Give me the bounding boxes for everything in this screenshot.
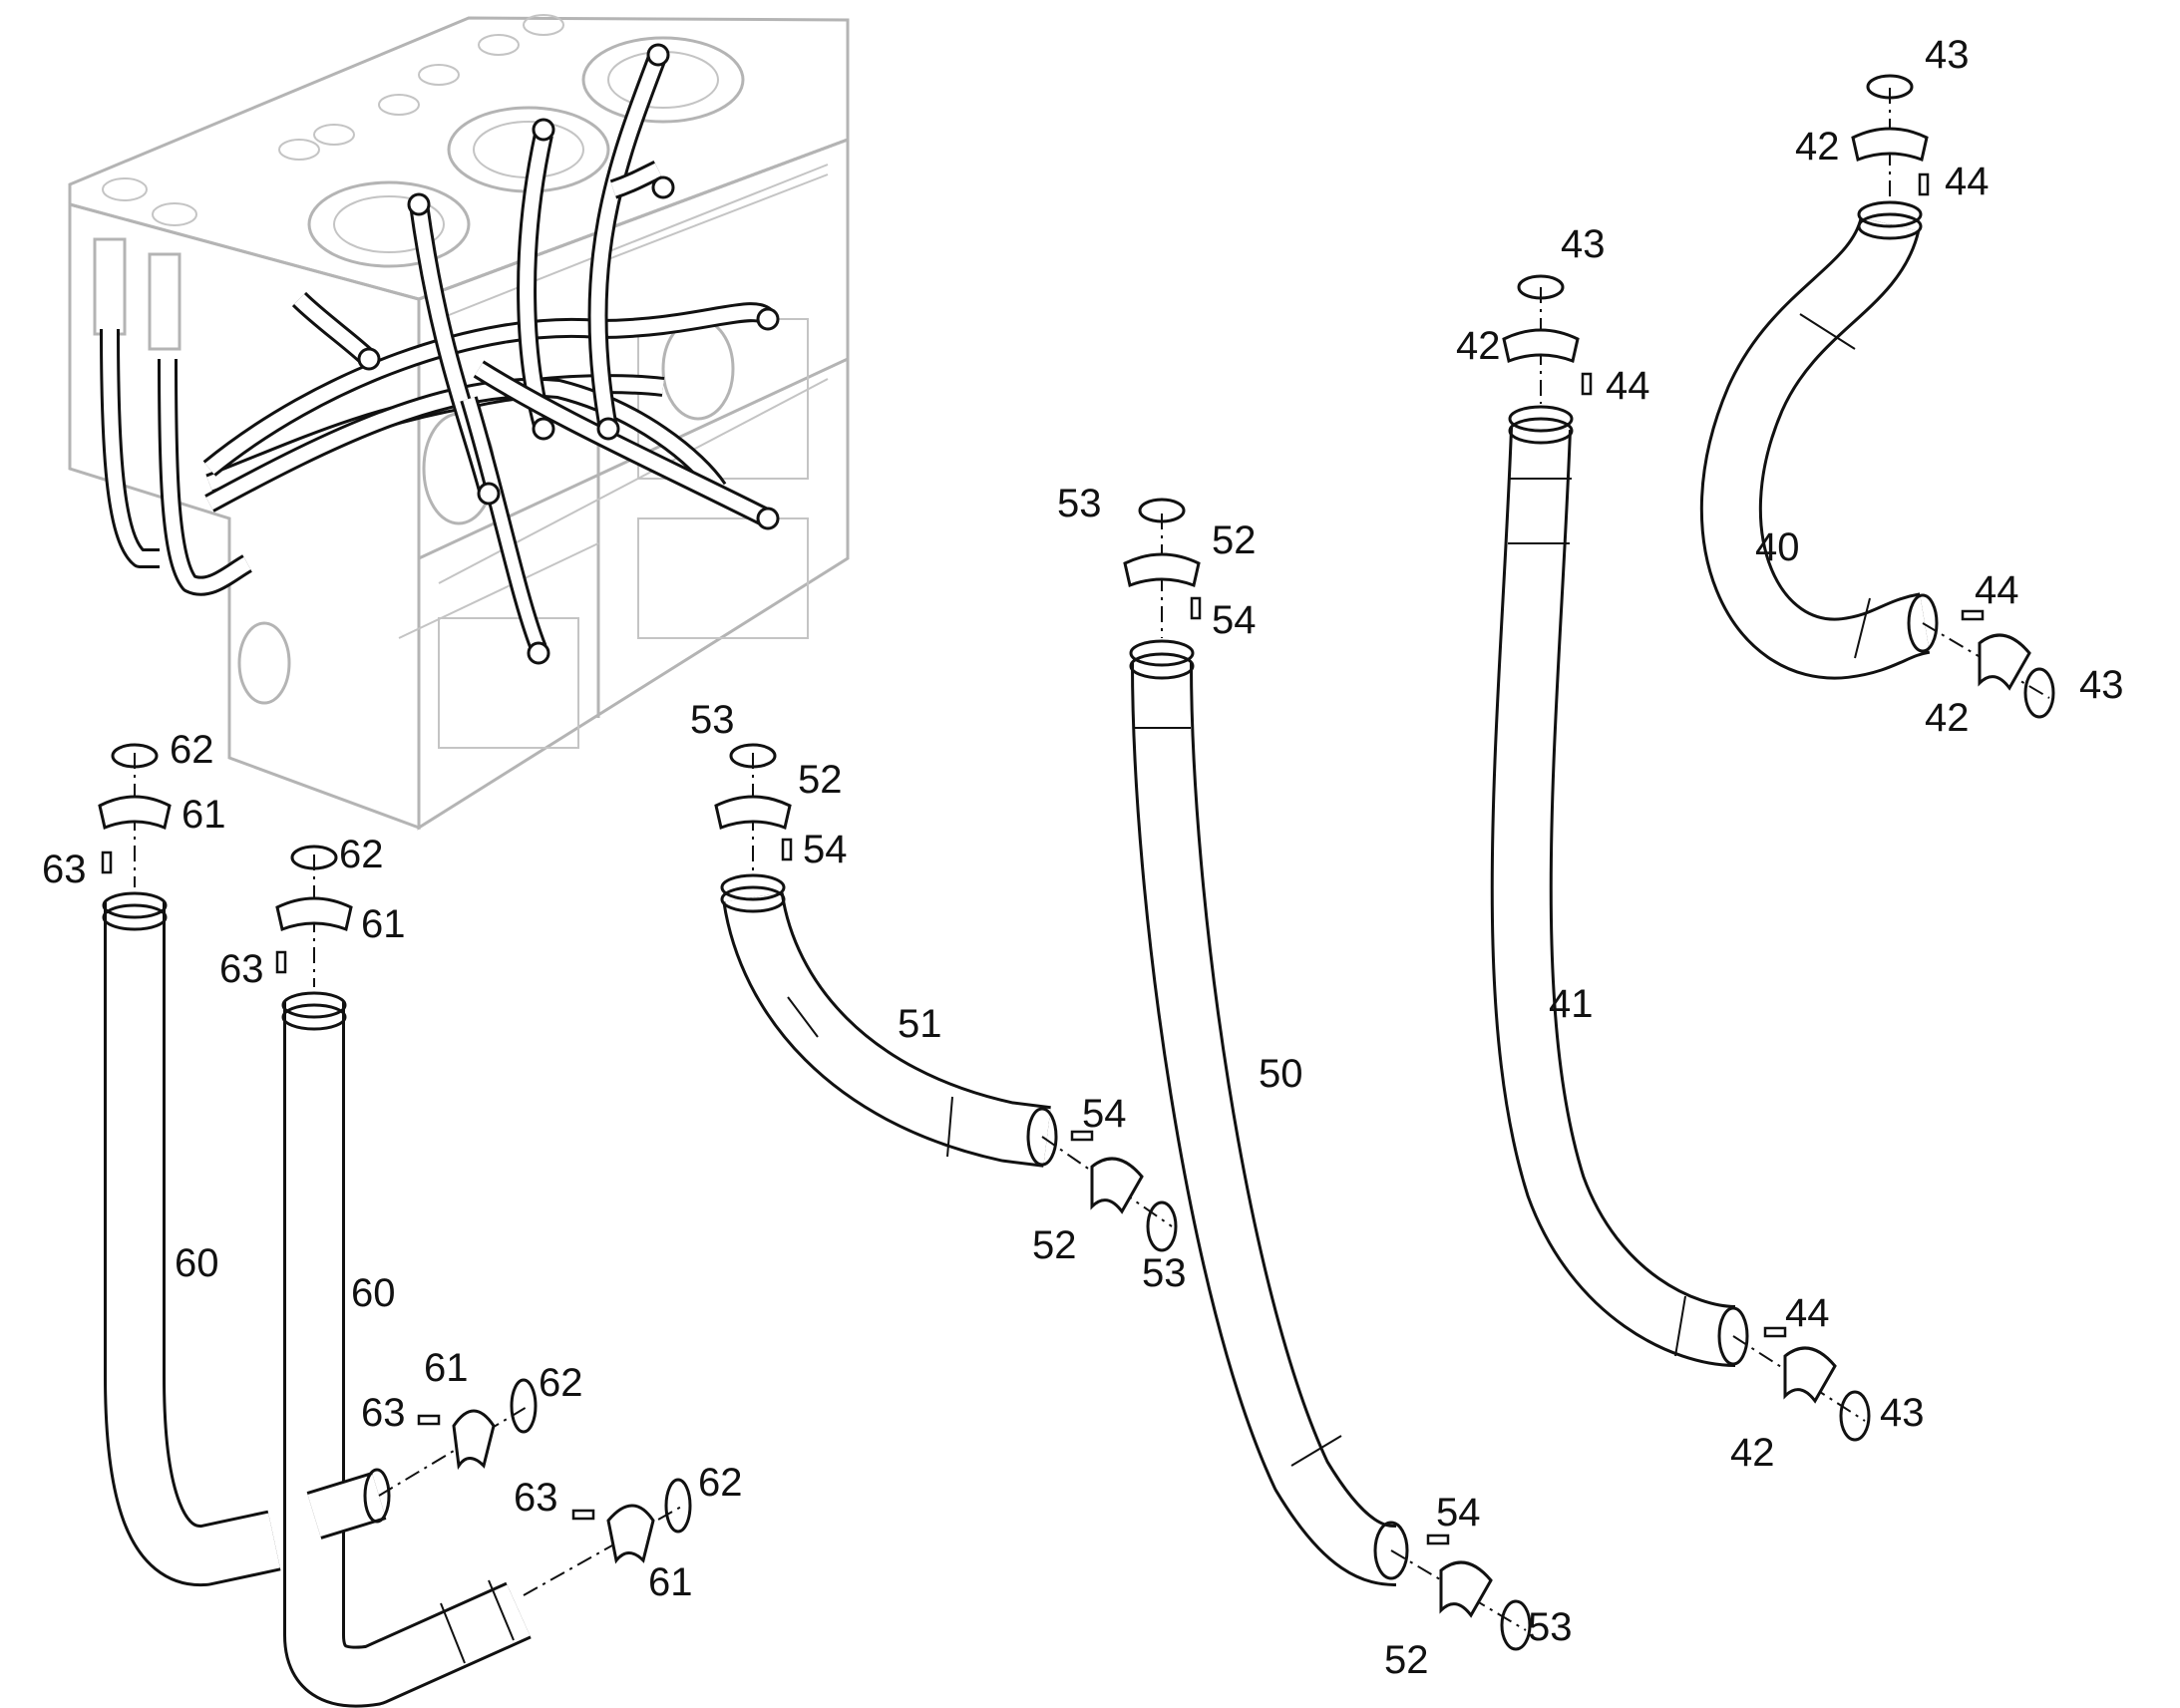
label-43-top-2: 43 bbox=[1561, 222, 1606, 266]
label-61-top-1: 61 bbox=[182, 793, 226, 837]
label-54-bottom-1: 54 bbox=[1436, 1491, 1481, 1535]
label-61-bottom-2: 61 bbox=[648, 1560, 693, 1604]
label-62-top-1: 62 bbox=[170, 728, 214, 772]
hose-51 bbox=[720, 873, 1058, 1168]
label-41: 41 bbox=[1549, 982, 1594, 1026]
label-52-bottom-2: 52 bbox=[1032, 1223, 1077, 1267]
label-42-top-2: 42 bbox=[1456, 324, 1501, 368]
label-52-top-2: 52 bbox=[798, 758, 843, 802]
label-44-bottom-2: 44 bbox=[1785, 1291, 1830, 1335]
label-50: 50 bbox=[1259, 1052, 1303, 1096]
label-43-bottom-2: 43 bbox=[1880, 1391, 1925, 1435]
label-44-top-2: 44 bbox=[1606, 364, 1650, 408]
label-51: 51 bbox=[898, 1002, 942, 1046]
label-44-bottom-1: 44 bbox=[1975, 568, 2019, 612]
label-43-bottom-1: 43 bbox=[2079, 663, 2124, 707]
label-42-top-1: 42 bbox=[1795, 125, 1840, 169]
label-60-right: 60 bbox=[351, 1271, 396, 1315]
label-62-top-2: 62 bbox=[339, 833, 384, 876]
hose-40 bbox=[1699, 200, 1939, 680]
label-61-top-2: 61 bbox=[361, 902, 406, 946]
label-54-top-2: 54 bbox=[803, 828, 848, 871]
label-52-top-1: 52 bbox=[1212, 518, 1257, 562]
label-54-top-1: 54 bbox=[1212, 598, 1257, 642]
label-62-bottom-1: 62 bbox=[539, 1361, 583, 1405]
label-53-top-1: 53 bbox=[1057, 482, 1102, 525]
callouts: 43 42 44 43 42 44 40 44 43 42 41 44 43 4… bbox=[42, 33, 2124, 1682]
label-42-bottom-2: 42 bbox=[1730, 1431, 1775, 1475]
label-60-left: 60 bbox=[175, 1241, 219, 1285]
hose-60-right bbox=[281, 991, 532, 1708]
label-43-top-1: 43 bbox=[1925, 33, 1970, 77]
hose-50 bbox=[1129, 639, 1409, 1586]
label-40: 40 bbox=[1755, 525, 1800, 569]
label-52-bottom-1: 52 bbox=[1384, 1638, 1429, 1682]
hose-60-left bbox=[102, 891, 281, 1587]
label-61-bottom-1: 61 bbox=[424, 1346, 469, 1390]
label-54-bottom-2: 54 bbox=[1082, 1092, 1127, 1136]
label-63-top-1: 63 bbox=[42, 848, 87, 891]
label-53-bottom-2: 53 bbox=[1142, 1251, 1187, 1295]
tank-hoses bbox=[100, 43, 780, 665]
label-42-bottom-1: 42 bbox=[1925, 696, 1970, 740]
fittings bbox=[98, 74, 2055, 1651]
hose-41 bbox=[1490, 405, 1749, 1367]
label-63-top-2: 63 bbox=[219, 947, 264, 991]
label-44-top-1: 44 bbox=[1945, 160, 1990, 203]
label-63-bottom-2: 63 bbox=[514, 1476, 558, 1520]
label-53-bottom-1: 53 bbox=[1528, 1605, 1573, 1649]
label-62-bottom-2: 62 bbox=[698, 1461, 743, 1505]
label-63-bottom-1: 63 bbox=[361, 1391, 406, 1435]
label-53-top-2: 53 bbox=[690, 698, 735, 742]
